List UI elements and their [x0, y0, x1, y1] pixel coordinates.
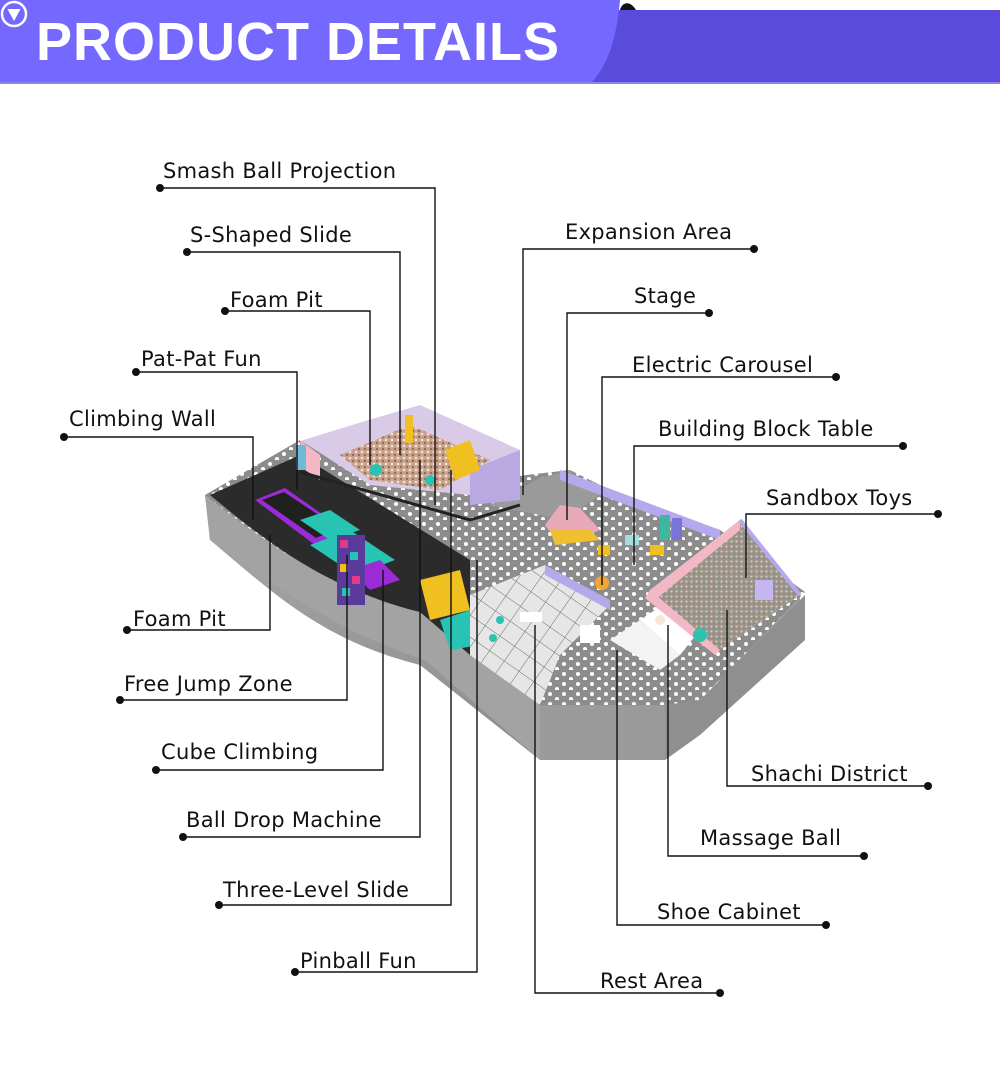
label-pinball-fun: Pinball Fun — [300, 949, 417, 973]
header-banner — [0, 0, 1000, 84]
label-ball-drop-machine: Ball Drop Machine — [186, 808, 382, 832]
label-rest-area: Rest Area — [600, 969, 704, 993]
label-shachi-district: Shachi District — [751, 762, 908, 786]
label-electric-carousel: Electric Carousel — [632, 353, 814, 377]
page-title: PRODUCT DETAILS — [36, 12, 560, 72]
playground-illustration — [205, 401, 805, 760]
label-stage: Stage — [634, 284, 697, 308]
label-sandbox-toys: Sandbox Toys — [766, 486, 913, 510]
callout-dots — [60, 184, 942, 997]
label-free-jump-zone: Free Jump Zone — [124, 672, 293, 696]
label-building-block-table: Building Block Table — [658, 417, 874, 441]
callout-lines — [64, 187, 938, 994]
label-shoe-cabinet: Shoe Cabinet — [657, 900, 801, 924]
label-s-shaped-slide: S-Shaped Slide — [190, 223, 353, 247]
label-climbing-wall: Climbing Wall — [69, 407, 217, 431]
label-expansion-area: Expansion Area — [565, 220, 733, 244]
page-header: PRODUCT DETAILS — [0, 0, 1000, 84]
label-smash-ball-projection: Smash Ball Projection — [163, 159, 397, 183]
label-foam-pit-top: Foam Pit — [230, 288, 323, 312]
label-massage-ball: Massage Ball — [700, 826, 842, 850]
label-foam-pit-bottom: Foam Pit — [133, 607, 226, 631]
label-pat-pat-fun: Pat-Pat Fun — [141, 347, 262, 371]
label-three-level-slide: Three-Level Slide — [223, 878, 410, 902]
chevron-down-circle-icon[interactable] — [0, 0, 28, 28]
label-cube-climbing: Cube Climbing — [161, 740, 319, 764]
